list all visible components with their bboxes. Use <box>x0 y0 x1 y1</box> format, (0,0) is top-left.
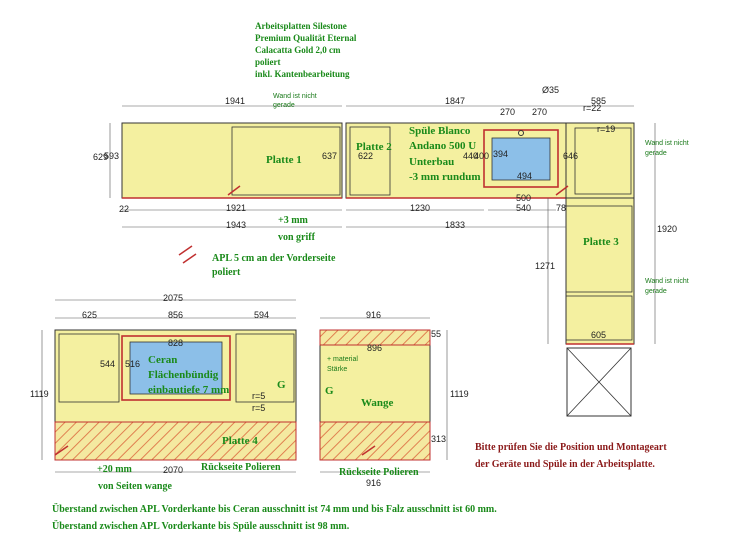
dim-637: 637 <box>322 151 338 161</box>
dim-1230: 1230 <box>410 203 431 213</box>
dim-1833: 1833 <box>445 220 466 230</box>
header-line-1: Arbeitsplatten Silestone <box>255 21 347 31</box>
platte-3-label: Platte 3 <box>583 236 619 248</box>
header-line-3: Calacatta Gold 2,0 cm <box>255 45 341 55</box>
dim-593: 593 <box>104 151 120 161</box>
dim-78: 78 <box>556 203 567 213</box>
wange-label: Wange <box>361 397 394 409</box>
dim-494: 494 <box>517 171 533 181</box>
dim-2070: 2070 <box>163 465 184 475</box>
von-seiten-note: von Seiten wange <box>98 481 172 492</box>
sink-line-4: -3 mm rundum <box>409 171 481 183</box>
dim-1119a: 1119 <box>30 389 49 399</box>
header-line-4: poliert <box>255 57 281 67</box>
dim-r5b: r=5 <box>252 403 266 413</box>
wange-panel <box>319 329 431 461</box>
material-note-1: + material <box>327 356 358 363</box>
dim-856: 856 <box>168 310 184 320</box>
apl-note-1: APL 5 cm an der Vorderseite <box>212 253 336 264</box>
platte-2-label: Platte 2 <box>356 141 392 153</box>
von-griff-note: von griff <box>278 232 315 243</box>
sink-line-1: Spüle Blanco <box>409 125 471 137</box>
dim-1920: 1920 <box>657 224 678 234</box>
sink-cutout <box>483 129 559 188</box>
ceran-line-1: Ceran <box>148 354 178 366</box>
dim-270b: 270 <box>532 107 548 117</box>
dim-1271: 1271 <box>535 261 556 271</box>
tall-cabinet-box <box>566 347 632 417</box>
dim-r19: r=19 <box>597 124 616 134</box>
header-line-5: inkl. Kantenbearbeitung <box>255 69 350 79</box>
bitte-note-2: der Geräte und Spüle in der Arbeitsplatt… <box>475 459 655 470</box>
platte-3-panel <box>565 197 635 345</box>
dim-1847: 1847 <box>445 96 466 106</box>
plus20-note: +20 mm <box>97 464 132 475</box>
wand-note-right1-2: gerade <box>645 150 667 157</box>
dim-625: 625 <box>82 310 98 320</box>
dim-916b: 916 <box>366 478 382 488</box>
dim-1119b: 1119 <box>450 389 469 399</box>
dim-646: 646 <box>563 151 579 161</box>
footer-line-2: Überstand zwischen APL Vorderkante bis S… <box>52 521 350 532</box>
wand-note-top-2: gerade <box>273 102 295 109</box>
footer-line-1: Überstand zwischen APL Vorderkante bis C… <box>52 504 497 515</box>
ceran-line-3: einbautiefe 7 mm <box>148 384 230 396</box>
plus3-note: +3 mm <box>278 215 308 226</box>
dim-400: 400 <box>474 151 490 161</box>
dim-896: 896 <box>367 343 383 353</box>
dim-394: 394 <box>493 149 509 159</box>
dim-1943: 1943 <box>226 220 247 230</box>
dim-622: 622 <box>358 151 374 161</box>
dim-605: 605 <box>591 330 607 340</box>
g-mark-1: G <box>277 379 286 391</box>
dim-r22: r=22 <box>583 103 602 113</box>
platte-4-label: Platte 4 <box>222 435 258 447</box>
dim-629: 629 <box>93 152 109 162</box>
dim-22: 22 <box>119 204 130 214</box>
dim-540: 540 <box>516 203 532 213</box>
platte-4-panel <box>54 329 297 461</box>
wand-note-right1-1: Wand ist nicht <box>645 140 689 147</box>
g-mark-2: G <box>325 385 334 397</box>
wand-note-right2-2: gerade <box>645 288 667 295</box>
dim-313: 313 <box>431 434 447 444</box>
rueckseite-2: Rückseite Polieren <box>339 467 419 478</box>
dim-d35: Ø35 <box>542 85 560 95</box>
dim-828: 828 <box>168 338 184 348</box>
bitte-note-1: Bitte prüfen Sie die Position und Montag… <box>475 442 667 453</box>
dim-r5a: r=5 <box>252 391 266 401</box>
dim-1941: 1941 <box>225 96 246 106</box>
wand-note-right2-1: Wand ist nicht <box>645 278 689 285</box>
dim-55: 55 <box>431 329 442 339</box>
sink-line-2: Andano 500 U <box>409 140 477 152</box>
material-note-2: Stärke <box>327 366 348 373</box>
apl-note-2: poliert <box>212 267 241 278</box>
header-line-2: Premium Qualität Eternal <box>255 33 357 43</box>
dim-585: 585 <box>591 96 607 106</box>
dim-270a: 270 <box>500 107 516 117</box>
wand-note-top-1: Wand ist nicht <box>273 93 317 100</box>
sink-line-3: Unterbau <box>409 156 455 168</box>
dim-544: 544 <box>100 359 116 369</box>
dim-516: 516 <box>125 359 141 369</box>
dim-916a: 916 <box>366 310 382 320</box>
platte-1-label: Platte 1 <box>266 154 302 166</box>
rueckseite-1: Rückseite Polieren <box>201 462 281 473</box>
platte-1-panel <box>121 122 343 199</box>
dim-440: 440 <box>463 151 479 161</box>
dim-2075: 2075 <box>163 293 184 303</box>
ceran-line-2: Flächenbündig <box>148 369 219 381</box>
dim-594: 594 <box>254 310 270 320</box>
dim-1921: 1921 <box>226 203 247 213</box>
dim-500: 500 <box>516 193 532 203</box>
